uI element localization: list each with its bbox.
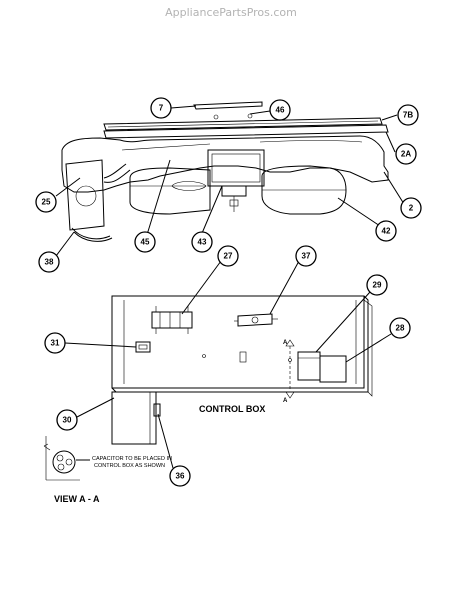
screw-icon bbox=[213, 114, 219, 120]
capacitor-note-line1: CAPACITOR TO BE PLACED IN bbox=[92, 456, 172, 462]
relay bbox=[135, 341, 151, 353]
callout-27[interactable]: 27 bbox=[217, 245, 239, 267]
capacitor-note-line2: CONTROL BOX AS SHOWN bbox=[94, 463, 165, 469]
callout-45[interactable]: 45 bbox=[134, 231, 156, 253]
section-marker: A A bbox=[283, 339, 295, 404]
terminal bbox=[153, 403, 161, 417]
svg-text:2A: 2A bbox=[401, 150, 411, 159]
callout-28[interactable]: 28 bbox=[389, 317, 411, 339]
motor-mount bbox=[221, 185, 247, 197]
callout-31[interactable]: 31 bbox=[44, 332, 66, 354]
housing-outline bbox=[61, 135, 389, 193]
top-rail bbox=[103, 117, 389, 139]
callout-29[interactable]: 29 bbox=[366, 274, 388, 296]
callout-7b[interactable]: 7B bbox=[397, 104, 419, 126]
svg-text:30: 30 bbox=[63, 416, 72, 425]
knob-icon bbox=[75, 185, 97, 207]
callout-43[interactable]: 43 bbox=[191, 231, 213, 253]
side-housing bbox=[65, 159, 105, 231]
section-label-bottom: A bbox=[283, 398, 288, 404]
callout-36[interactable]: 36 bbox=[169, 465, 191, 487]
svg-text:46: 46 bbox=[276, 106, 285, 115]
callout-7[interactable]: 7 bbox=[150, 97, 172, 119]
knockout bbox=[239, 351, 247, 363]
bracket-part bbox=[193, 101, 263, 110]
svg-text:7: 7 bbox=[159, 104, 164, 113]
svg-text:45: 45 bbox=[141, 238, 150, 247]
callout-38[interactable]: 38 bbox=[38, 251, 60, 273]
callout-2[interactable]: 2 bbox=[400, 197, 422, 219]
callout-2a[interactable]: 2A bbox=[395, 143, 417, 165]
svg-text:31: 31 bbox=[51, 339, 60, 348]
svg-text:2: 2 bbox=[409, 204, 414, 213]
callout-25[interactable]: 25 bbox=[35, 191, 57, 213]
control-leaders bbox=[64, 260, 392, 469]
svg-text:7B: 7B bbox=[403, 111, 413, 120]
capacitor-icon bbox=[52, 450, 76, 474]
callouts: 7 46 7B 2A 25 2 42 45 43 38 27 37 29 28 … bbox=[35, 97, 422, 487]
callout-30[interactable]: 30 bbox=[56, 409, 78, 431]
wire-harness bbox=[71, 163, 131, 242]
view-label: VIEW A - A bbox=[54, 494, 100, 504]
control-box: A A CONTROL BOX bbox=[111, 295, 373, 445]
screw-icon bbox=[247, 113, 253, 119]
svg-text:36: 36 bbox=[176, 472, 185, 481]
callout-42[interactable]: 42 bbox=[375, 220, 397, 242]
svg-text:37: 37 bbox=[302, 252, 311, 261]
selector-switch bbox=[151, 306, 193, 334]
view-a-a: CAPACITOR TO BE PLACED IN CONTROL BOX AS… bbox=[43, 436, 172, 504]
svg-text:25: 25 bbox=[42, 198, 51, 207]
callout-46[interactable]: 46 bbox=[269, 99, 291, 121]
svg-text:38: 38 bbox=[45, 258, 54, 267]
callout-37[interactable]: 37 bbox=[295, 245, 317, 267]
lower-box bbox=[111, 391, 157, 445]
section-label-top: A bbox=[283, 340, 288, 346]
svg-text:28: 28 bbox=[396, 324, 405, 333]
blower-wheel-left bbox=[129, 167, 211, 215]
thermostat bbox=[234, 313, 278, 327]
watermark-text: AppliancePartsPros.com bbox=[165, 6, 297, 19]
control-box-label: CONTROL BOX bbox=[199, 404, 265, 414]
svg-text:29: 29 bbox=[373, 281, 382, 290]
top-assembly bbox=[61, 101, 389, 242]
svg-text:42: 42 bbox=[382, 227, 391, 236]
svg-text:43: 43 bbox=[198, 238, 207, 247]
svg-text:27: 27 bbox=[224, 252, 233, 261]
capacitor-bracket bbox=[297, 351, 347, 383]
top-leaders bbox=[55, 105, 405, 257]
